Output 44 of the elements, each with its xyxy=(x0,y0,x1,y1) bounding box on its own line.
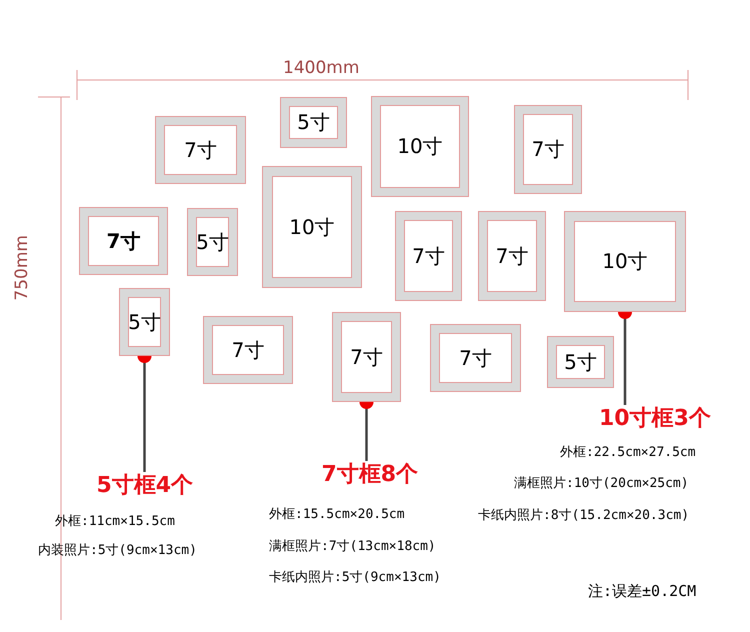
frame-size-label: 7寸 xyxy=(184,136,217,164)
photo-frame xyxy=(547,336,614,388)
photo-frame xyxy=(280,97,347,148)
frame-size-label: 7寸 xyxy=(232,336,264,364)
spec-line: 满框照片:7寸(13cm×18cm) xyxy=(269,538,436,555)
frame-size-label: 7寸 xyxy=(350,344,383,370)
note-text: 注:误差±0.2CM xyxy=(588,582,696,601)
frame-size-label: 10寸 xyxy=(602,248,648,275)
photo-frame xyxy=(371,96,469,197)
photo-frame xyxy=(514,105,582,194)
dimension-label: 1400mm xyxy=(283,58,360,78)
spec-line: 外框:15.5cm×20.5cm xyxy=(269,506,405,523)
frame-size-label: 5寸 xyxy=(196,228,229,256)
frame-size-label: 7寸 xyxy=(532,136,564,163)
callout-heading: 7寸框8个 xyxy=(322,461,418,489)
photo-frame xyxy=(155,116,246,184)
photo-frame xyxy=(478,211,546,301)
spec-line: 外框:22.5cm×27.5cm xyxy=(560,444,696,461)
photo-frame xyxy=(79,207,168,275)
photo-frame xyxy=(564,211,686,312)
frame-size-label: 5寸 xyxy=(128,308,161,336)
frame-size-label: 7寸 xyxy=(496,242,528,270)
photo-frame xyxy=(187,208,238,276)
photo-frame xyxy=(203,316,293,384)
photo-frame xyxy=(119,288,170,356)
spec-line: 卡纸内照片:8寸(15.2cm×20.3cm) xyxy=(478,507,690,524)
spec-line: 满框照片:10寸(20cm×25cm) xyxy=(514,475,689,492)
photo-frame xyxy=(332,312,401,402)
frame-size-label: 10寸 xyxy=(397,133,443,160)
frame-size-label: 10寸 xyxy=(289,214,335,240)
dimension-label: 750mm xyxy=(12,235,32,301)
spec-line: 外框:11cm×15.5cm xyxy=(55,513,175,530)
callout-heading: 10寸框3个 xyxy=(599,405,711,433)
spec-line: 卡纸内照片:5寸(9cm×13cm) xyxy=(269,569,441,586)
callout-heading: 5寸框4个 xyxy=(96,472,194,500)
frame-size-label: 5寸 xyxy=(564,348,597,376)
frame-size-label: 7寸 xyxy=(106,228,140,254)
frame-size-label: 7寸 xyxy=(459,344,492,372)
spec-line: 内装照片:5寸(9cm×13cm) xyxy=(38,542,197,559)
photo-frame xyxy=(395,211,462,301)
frame-size-label: 7寸 xyxy=(412,242,445,270)
photo-frame xyxy=(262,166,362,288)
photo-frame xyxy=(430,324,521,392)
frame-size-label: 5寸 xyxy=(297,109,330,136)
